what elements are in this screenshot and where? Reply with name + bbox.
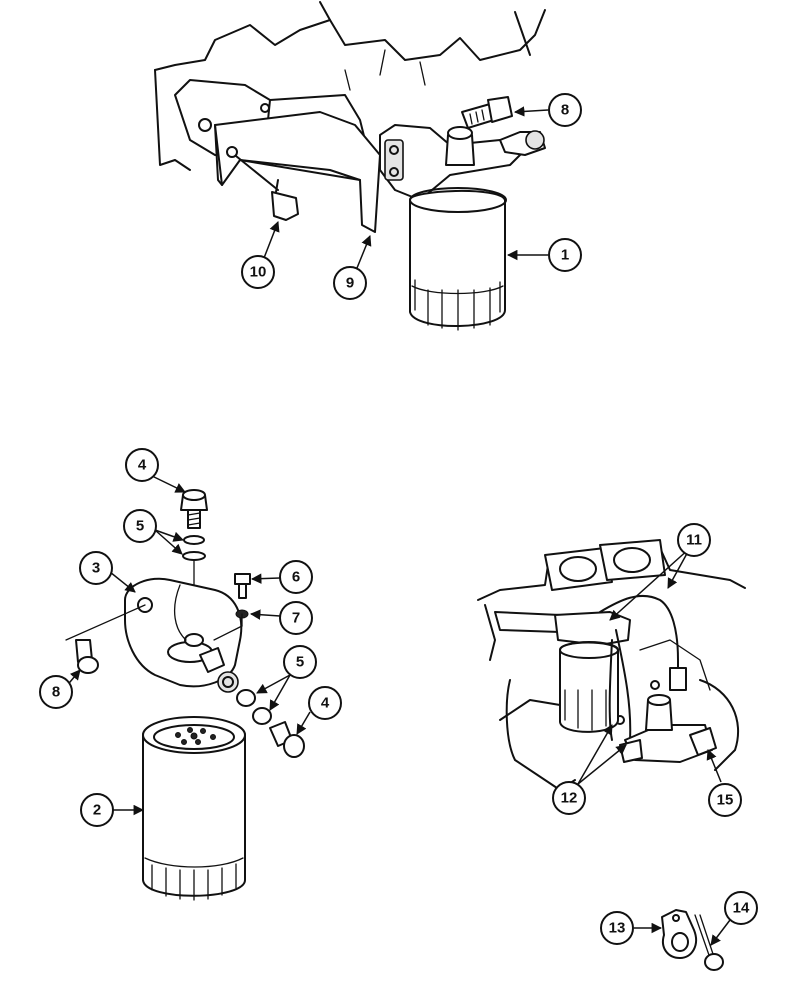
injection-pump [619, 694, 717, 763]
callout-2: 2 [80, 793, 114, 827]
callout-8-top: 8 [548, 93, 582, 127]
callout-6: 6 [279, 560, 313, 594]
bolt-4-top [180, 489, 208, 529]
svg-text:5: 5 [136, 518, 144, 535]
bolt-6 [234, 573, 251, 599]
svg-text:13: 13 [609, 920, 626, 937]
bolt-8-side [65, 604, 146, 674]
clamp [661, 909, 698, 959]
svg-text:8: 8 [52, 684, 60, 701]
screw-14 [694, 914, 724, 971]
callout-4-top: 4 [125, 448, 159, 482]
callout-3: 3 [79, 551, 113, 585]
callout-8-side: 8 [39, 675, 73, 709]
filter-assembly-top [379, 124, 546, 331]
svg-text:4: 4 [138, 457, 147, 474]
svg-text:11: 11 [686, 532, 702, 549]
callout-14: 14 [724, 891, 758, 925]
svg-text:4: 4 [321, 695, 330, 712]
callout-5-top: 5 [123, 509, 157, 543]
washer-5-right-a [236, 689, 256, 707]
svg-text:8: 8 [561, 102, 569, 119]
callout-11: 11 [677, 523, 711, 557]
svg-text:12: 12 [561, 790, 578, 807]
installed-view: 11 12 15 [477, 523, 746, 817]
bolt-4-side [269, 721, 305, 758]
callout-1: 1 [548, 238, 582, 272]
svg-text:10: 10 [250, 264, 267, 281]
washer-5-upper [183, 535, 205, 545]
callout-15: 15 [708, 783, 742, 817]
callout-4-side: 4 [308, 686, 342, 720]
svg-text:6: 6 [292, 569, 300, 586]
svg-text:7: 7 [292, 610, 300, 627]
callout-10: 10 [241, 255, 275, 289]
mounting-bracket [214, 111, 381, 233]
exploded-view: 4 5 3 6 7 8 5 4 2 [39, 448, 342, 901]
clamp-detail: 13 14 [600, 891, 758, 971]
bolt-10 [235, 155, 299, 221]
callout-9: 9 [333, 266, 367, 300]
svg-text:9: 9 [346, 275, 354, 292]
svg-text:3: 3 [92, 560, 100, 577]
washer-5-right-b [252, 707, 272, 725]
svg-text:2: 2 [93, 802, 101, 819]
svg-text:5: 5 [296, 654, 304, 671]
filter-head [124, 577, 243, 693]
callout-12: 12 [552, 781, 586, 815]
filter-cartridge [142, 716, 246, 901]
callout-7: 7 [279, 601, 313, 635]
callout-13: 13 [600, 911, 634, 945]
svg-text:14: 14 [733, 900, 750, 917]
callout-5-side: 5 [283, 645, 317, 679]
svg-text:15: 15 [717, 792, 734, 809]
top-assembly: 8 1 10 9 [154, 1, 582, 331]
washer-5-lower [182, 551, 206, 561]
svg-text:1: 1 [561, 247, 569, 264]
bolt-8-top [461, 96, 513, 129]
